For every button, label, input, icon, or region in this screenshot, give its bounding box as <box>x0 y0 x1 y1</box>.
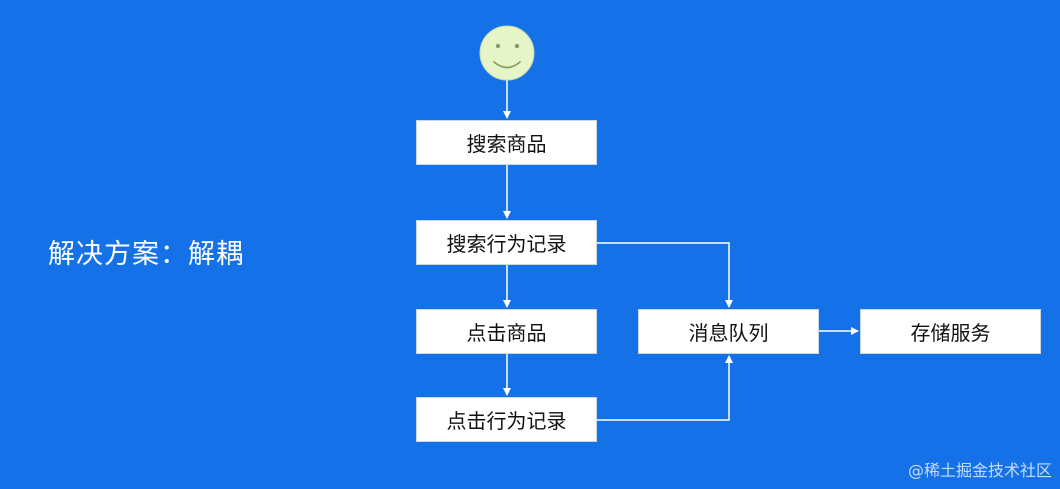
node-label: 搜索行为记录 <box>446 232 567 256</box>
node-label: 消息队列 <box>688 321 769 345</box>
node-label: 存储服务 <box>910 321 991 345</box>
node-storage-service: 存储服务 <box>860 309 1041 354</box>
watermark: @稀土掘金技术社区 <box>907 461 1052 480</box>
edge-search-log-to-message-queue <box>597 242 733 308</box>
node-label: 搜索商品 <box>466 132 547 156</box>
node-message-queue: 消息队列 <box>638 309 819 354</box>
smiley-face-icon <box>479 25 535 81</box>
node-search-product: 搜索商品 <box>416 120 597 165</box>
edge-click-log-to-message-queue <box>597 355 733 421</box>
node-label: 点击行为记录 <box>446 409 567 433</box>
node-search-behavior-log: 搜索行为记录 <box>416 220 597 265</box>
page-title: 解决方案：解耦 <box>48 239 244 270</box>
node-label: 点击商品 <box>466 321 547 345</box>
node-click-product: 点击商品 <box>416 309 597 354</box>
node-click-behavior-log: 点击行为记录 <box>416 397 597 442</box>
